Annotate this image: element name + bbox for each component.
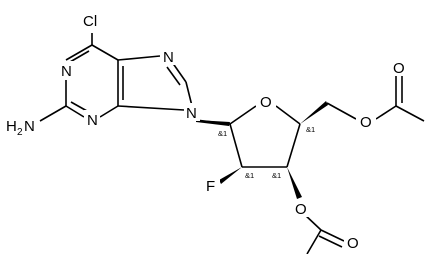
acetate-3-bonds [303, 213, 345, 254]
ring-oxygen-label: O [260, 94, 272, 111]
amine-h-label: H [6, 118, 17, 135]
fluorine-label: F [206, 178, 215, 195]
bond-c3-c4 [286, 123, 301, 168]
bond-c5prime-o5 [326, 102, 357, 120]
bond-n7-c8 [171, 61, 187, 83]
stereo-label-c1: &1 [218, 129, 227, 138]
bond-c6-n1-double [69, 50, 90, 63]
bond-c5-n7 [117, 55, 161, 61]
bond-cacyl-methyl3 [306, 229, 322, 254]
bond-c2-n3-double [70, 101, 88, 112]
bond-cacyl-ocarbonyl3 [320, 229, 345, 242]
acetate-5-bonds [326, 76, 425, 122]
stereo-label-c4: &1 [306, 125, 315, 134]
stereo-label-c3: &1 [272, 171, 281, 180]
bond-o5-cacyl [375, 105, 397, 120]
n7-label: N [163, 49, 174, 66]
bond-c6-c5 [91, 44, 119, 61]
bond-n7-c8-double [166, 66, 181, 86]
stereo-label-c2: &1 [245, 171, 254, 180]
bond-c6-n1 [65, 44, 93, 61]
bond-c4-c5prime-wedge [300, 101, 328, 124]
amine-n-label: N [24, 118, 35, 135]
n1-label: N [61, 63, 72, 80]
ester-oxygen-5-label: O [360, 114, 372, 131]
n9-label: N [186, 105, 197, 122]
bond-c2-nh2 [39, 105, 67, 122]
n3-label: N [87, 112, 98, 129]
bond-c2-n3 [65, 105, 85, 118]
carbonyl-oxygen-3-label: O [347, 235, 359, 252]
bond-cacyl-methyl [395, 105, 425, 122]
carbonyl-oxygen-5-label: O [393, 60, 405, 77]
bond-c1-c2 [229, 123, 243, 168]
atom-labels: Cl N N N N H 2 N O O O O O F [6, 12, 410, 252]
bond-o-c4 [275, 105, 301, 125]
bond-c1-o [229, 105, 257, 125]
ester-oxygen-3-label: O [295, 201, 307, 218]
bond-c2-f-wedge [219, 167, 242, 184]
stereo-labels: &1 &1 &1 &1 [218, 125, 315, 180]
bond-c4-n9 [117, 105, 185, 111]
bond-n9-c1 [195, 119, 231, 125]
bond-n3-c4 [99, 105, 119, 118]
bond-cacyl-ocarbonyl3-double [318, 235, 343, 248]
sugar-bonds [195, 101, 328, 199]
purine-bonds [39, 33, 193, 122]
amine-subscript-label: 2 [17, 127, 23, 138]
bond-c3-o3-wedge [287, 167, 302, 199]
chlorine-label: Cl [83, 13, 97, 30]
bond-c8-n9 [185, 81, 193, 107]
